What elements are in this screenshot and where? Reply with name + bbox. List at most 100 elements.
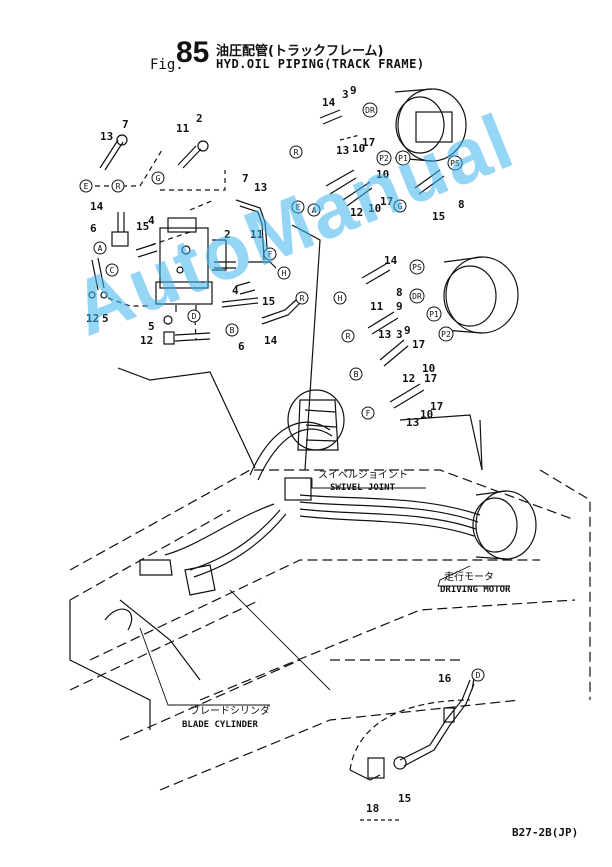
callout-A-top: A (307, 203, 321, 217)
caption-labels: スイベルジョイント SWIVEL JOINT 走行モータ DRIVING MOT… (182, 469, 511, 730)
callout-D-bottom: D (471, 668, 485, 682)
svg-text:C: C (110, 266, 115, 275)
callout-F-right: F (361, 406, 375, 420)
blade-hose-detail (349, 677, 475, 821)
callout-P1-top: P1 (395, 150, 411, 166)
part-2-a: 2 (196, 112, 203, 125)
svg-text:R: R (294, 148, 299, 157)
part-13-d: 13 (378, 328, 391, 341)
callout-PS-mid: PS (409, 259, 425, 275)
callout-H-mid: H (333, 291, 347, 305)
part-12-b: 12 (140, 334, 153, 347)
part-12-c: 12 (350, 206, 363, 219)
svg-text:R: R (300, 294, 305, 303)
part-13-a: 13 (100, 130, 113, 143)
svg-text:P2: P2 (441, 330, 451, 339)
part-9-c: 9 (404, 324, 411, 337)
callout-C-left: C (105, 263, 119, 277)
swivel-label-jp: スイベルジョイント (318, 469, 408, 481)
part-2-b: 2 (224, 228, 231, 241)
svg-text:DR: DR (412, 292, 422, 301)
callout-F-left: F (263, 247, 277, 261)
callout-P2-top: P2 (376, 150, 392, 166)
swivel-label-en: SWIVEL JOINT (330, 483, 396, 493)
callout-A-left: A (93, 241, 107, 255)
title-japanese: 油圧配管(トラックフレーム) (216, 44, 384, 59)
svg-text:A: A (312, 206, 317, 215)
part-11-b: 11 (250, 228, 264, 241)
svg-text:P1: P1 (429, 310, 439, 319)
callout-DR-mid: DR (409, 288, 425, 304)
callout-H-left: H (277, 266, 291, 280)
svg-text:PS: PS (450, 159, 460, 168)
svg-text:A: A (98, 244, 103, 253)
svg-text:H: H (338, 294, 343, 303)
callout-P1-mid: P1 (426, 306, 442, 322)
part-15-d: 15 (398, 792, 411, 805)
svg-text:D: D (476, 671, 481, 680)
line-art (69, 88, 591, 821)
swivel-joint (284, 389, 345, 501)
svg-text:B: B (230, 326, 235, 335)
part-8-a: 8 (458, 198, 465, 211)
label-leaders (139, 478, 510, 706)
svg-text:R: R (346, 332, 351, 341)
motor-label-jp: 走行モータ (444, 570, 494, 583)
part-15-b: 15 (262, 295, 275, 308)
part-4-a: 4 (148, 214, 155, 227)
callout-R-left: R (111, 179, 125, 193)
blade-label-en: BLADE CYLINDER (182, 720, 258, 730)
callout-E-left: E (79, 179, 93, 193)
callout-G-top: G (393, 199, 407, 213)
part-3-a: 3 (342, 88, 349, 101)
part-15-c: 15 (432, 210, 445, 223)
part-10-b: 10 (376, 168, 389, 181)
part-17-e: 17 (430, 400, 443, 413)
part-14-a: 14 (90, 200, 104, 213)
dashed-routing-left (95, 149, 226, 341)
svg-text:R: R (116, 182, 121, 191)
figure-prefix: Fig. (150, 57, 184, 73)
main-hoses (164, 421, 481, 578)
part-17-b: 17 (380, 195, 393, 208)
detail-leaders (117, 224, 483, 471)
part-7-b: 7 (242, 172, 249, 185)
svg-text:H: H (282, 269, 287, 278)
callout-D-left: D (187, 309, 201, 323)
part-14-b: 14 (264, 334, 278, 347)
part-17-d: 17 (424, 372, 437, 385)
part-10-a: 10 (352, 142, 365, 155)
part-6-a: 6 (90, 222, 97, 235)
svg-text:G: G (156, 174, 161, 183)
title-english: HYD.OIL PIPING(TRACK FRAME) (216, 57, 425, 71)
svg-text:DR: DR (365, 106, 375, 115)
circle-callouts: E R G A C F H D B R DR R P2 P1 PS E A G … (79, 102, 485, 682)
part-9-b: 9 (396, 300, 403, 313)
part-11-c: 11 (370, 300, 384, 313)
part-7-a: 7 (122, 118, 129, 131)
callout-R-right: R (341, 329, 355, 343)
part-12-d: 12 (402, 372, 415, 385)
part-16: 16 (438, 672, 452, 685)
callout-G-left: G (151, 171, 165, 185)
part-8-b: 8 (396, 286, 403, 299)
svg-text:PS: PS (412, 263, 422, 272)
page-code: B27-2B(JP) (512, 826, 579, 839)
part-10-e: 10 (420, 408, 433, 421)
motor-fitting-upper (319, 88, 467, 207)
part-5-a: 5 (102, 312, 109, 325)
part-number-labels: 7 13 11 2 7 13 14 6 15 4 2 11 4 15 12 5 … (86, 84, 465, 815)
part-5-b: 5 (148, 320, 155, 333)
callout-R-top: R (289, 145, 303, 159)
part-17-c: 17 (412, 338, 425, 351)
svg-text:G: G (398, 202, 403, 211)
svg-text:E: E (296, 203, 301, 212)
callout-DR-top: DR (362, 102, 378, 118)
part-14-c: 14 (322, 96, 336, 109)
part-13-b: 13 (254, 181, 267, 194)
callout-PS-top: PS (447, 155, 463, 171)
part-10-d: 10 (422, 362, 435, 375)
frame-solid (69, 419, 483, 730)
callout-R-mid: R (295, 291, 309, 305)
part-11-a: 11 (176, 122, 190, 135)
